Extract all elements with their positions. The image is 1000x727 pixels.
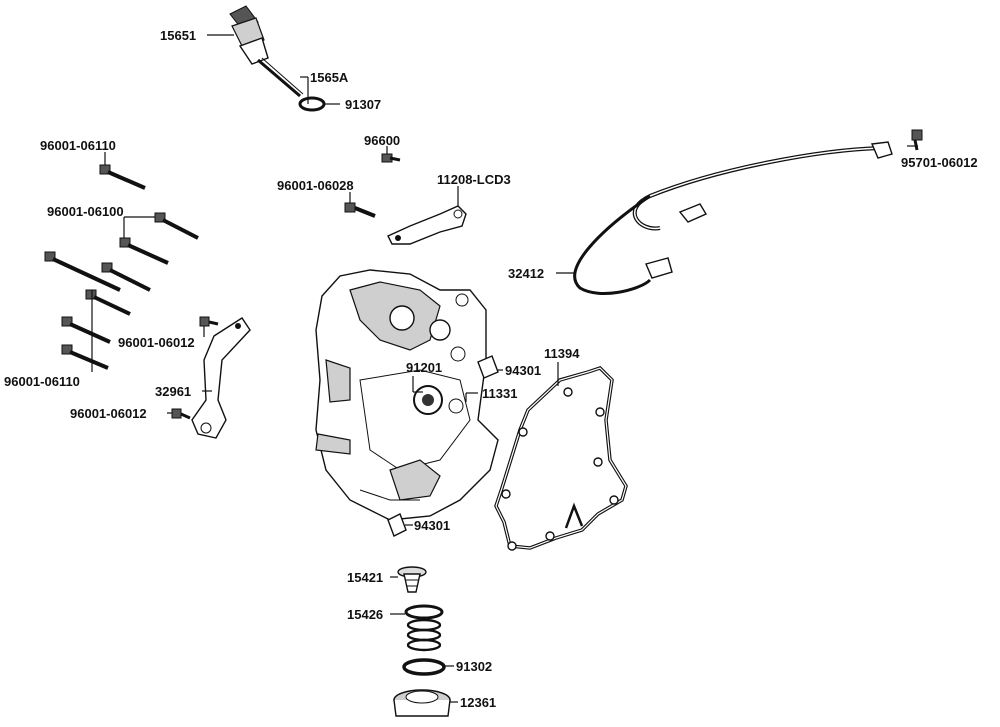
label-96600: 96600 bbox=[364, 133, 400, 148]
label-96001-06012-a: 96001-06012 bbox=[118, 335, 195, 350]
strainer-15421 bbox=[397, 566, 427, 593]
label-11331: 11331 bbox=[482, 386, 517, 401]
label-15421: 15421 bbox=[347, 570, 383, 585]
oil-dipstick-part bbox=[229, 5, 304, 98]
plate-32961 bbox=[191, 317, 251, 439]
label-15426: 15426 bbox=[347, 607, 383, 622]
label-96001-06028: 96001-06028 bbox=[277, 178, 354, 193]
label-32961: 32961 bbox=[155, 384, 191, 399]
label-96001-06110-top: 96001-06110 bbox=[40, 138, 116, 153]
dowel-94301-upper bbox=[477, 355, 499, 379]
label-91201: 91201 bbox=[406, 360, 442, 375]
bolt-96001-06028 bbox=[344, 202, 376, 218]
label-11208-lcd3: 11208-LCD3 bbox=[437, 172, 511, 187]
spring-15426 bbox=[404, 604, 444, 652]
label-96001-06012-b: 96001-06012 bbox=[70, 406, 147, 421]
label-32412: 32412 bbox=[508, 266, 544, 281]
bolt-group-left bbox=[44, 164, 199, 370]
gasket-11394 bbox=[494, 365, 628, 551]
cable-32412 bbox=[573, 141, 893, 295]
dowel-94301-lower bbox=[387, 513, 407, 537]
label-91302: 91302 bbox=[456, 659, 492, 674]
o-ring-91307 bbox=[298, 96, 326, 112]
bolt-95701-06012 bbox=[911, 129, 923, 151]
label-95701-06012: 95701-06012 bbox=[901, 155, 978, 170]
label-12361: 12361 bbox=[460, 695, 496, 710]
o-ring-91302 bbox=[402, 658, 446, 676]
label-15651: 15651 bbox=[160, 28, 196, 43]
label-96001-06110-bottom: 96001-06110 bbox=[4, 374, 80, 389]
label-96001-06100: 96001-06100 bbox=[47, 204, 124, 219]
label-91307: 91307 bbox=[345, 97, 381, 112]
label-11394: 11394 bbox=[544, 346, 580, 361]
crankcase-cover bbox=[315, 269, 499, 521]
plug-12361 bbox=[393, 689, 451, 717]
bolt-96001-06012-upper bbox=[199, 316, 219, 327]
bolt-96600 bbox=[381, 153, 401, 163]
bolt-96001-06012-lower bbox=[171, 408, 191, 420]
bracket-11208-lcd3 bbox=[387, 205, 467, 245]
label-1565A: 1565A bbox=[310, 70, 349, 85]
label-94301-top: 94301 bbox=[505, 363, 541, 378]
label-94301-bottom: 94301 bbox=[414, 518, 450, 533]
